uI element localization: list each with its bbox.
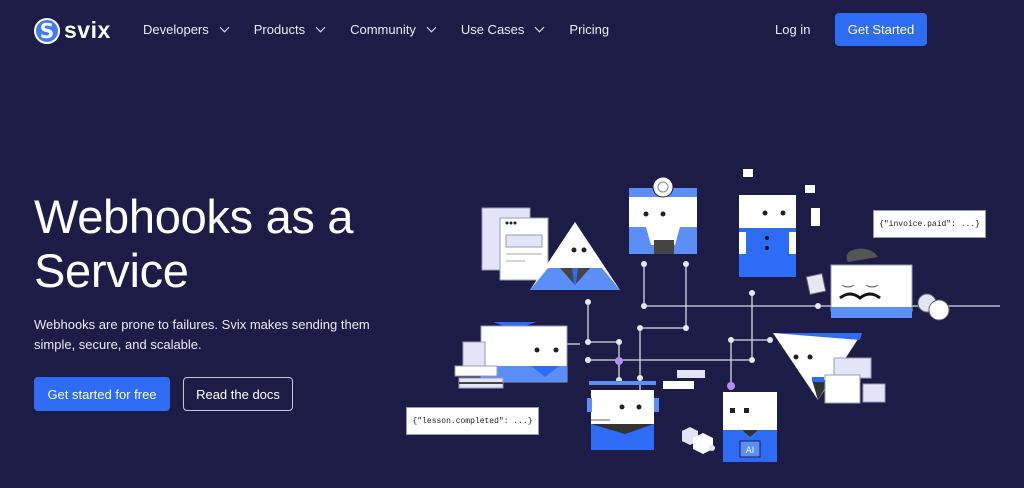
login-link[interactable]: Log in: [775, 22, 811, 37]
read-docs-button[interactable]: Read the docs: [183, 377, 293, 411]
svix-logo[interactable]: S svix: [34, 17, 111, 44]
get-started-button[interactable]: Get Started: [835, 13, 927, 46]
top-navigation: S svix Developers Products Community Use…: [0, 0, 1024, 60]
nav-products[interactable]: Products: [254, 22, 326, 37]
webhook-network-illustration: AI: [454, 169, 1000, 462]
hero-subtitle: Webhooks are prone to failures. Svix mak…: [34, 317, 370, 352]
nav-developers[interactable]: Developers: [143, 22, 230, 37]
svix-logo-icon: S: [34, 17, 60, 44]
chevron-down-icon: [219, 22, 230, 33]
get-started-free-button[interactable]: Get started for free: [34, 377, 170, 411]
nav-use-cases[interactable]: Use Cases: [461, 22, 545, 37]
chevron-down-icon: [315, 22, 326, 33]
lesson-completed-bubble: {"lesson.completed": ...}: [406, 407, 539, 435]
chevron-down-icon: [426, 22, 437, 33]
main-menu: Developers Products Community Use Cases …: [143, 22, 635, 37]
nav-community[interactable]: Community: [350, 22, 437, 37]
svg-text:AI: AI: [746, 445, 755, 455]
logo-text: svix: [64, 17, 111, 43]
hero-illustration: AI {"invoice.paid": ...} {"lesson.comple…: [400, 160, 1000, 470]
nav-pricing[interactable]: Pricing: [569, 22, 610, 37]
chevron-down-icon: [534, 22, 545, 33]
invoice-paid-bubble: {"invoice.paid": ...}: [873, 210, 986, 238]
